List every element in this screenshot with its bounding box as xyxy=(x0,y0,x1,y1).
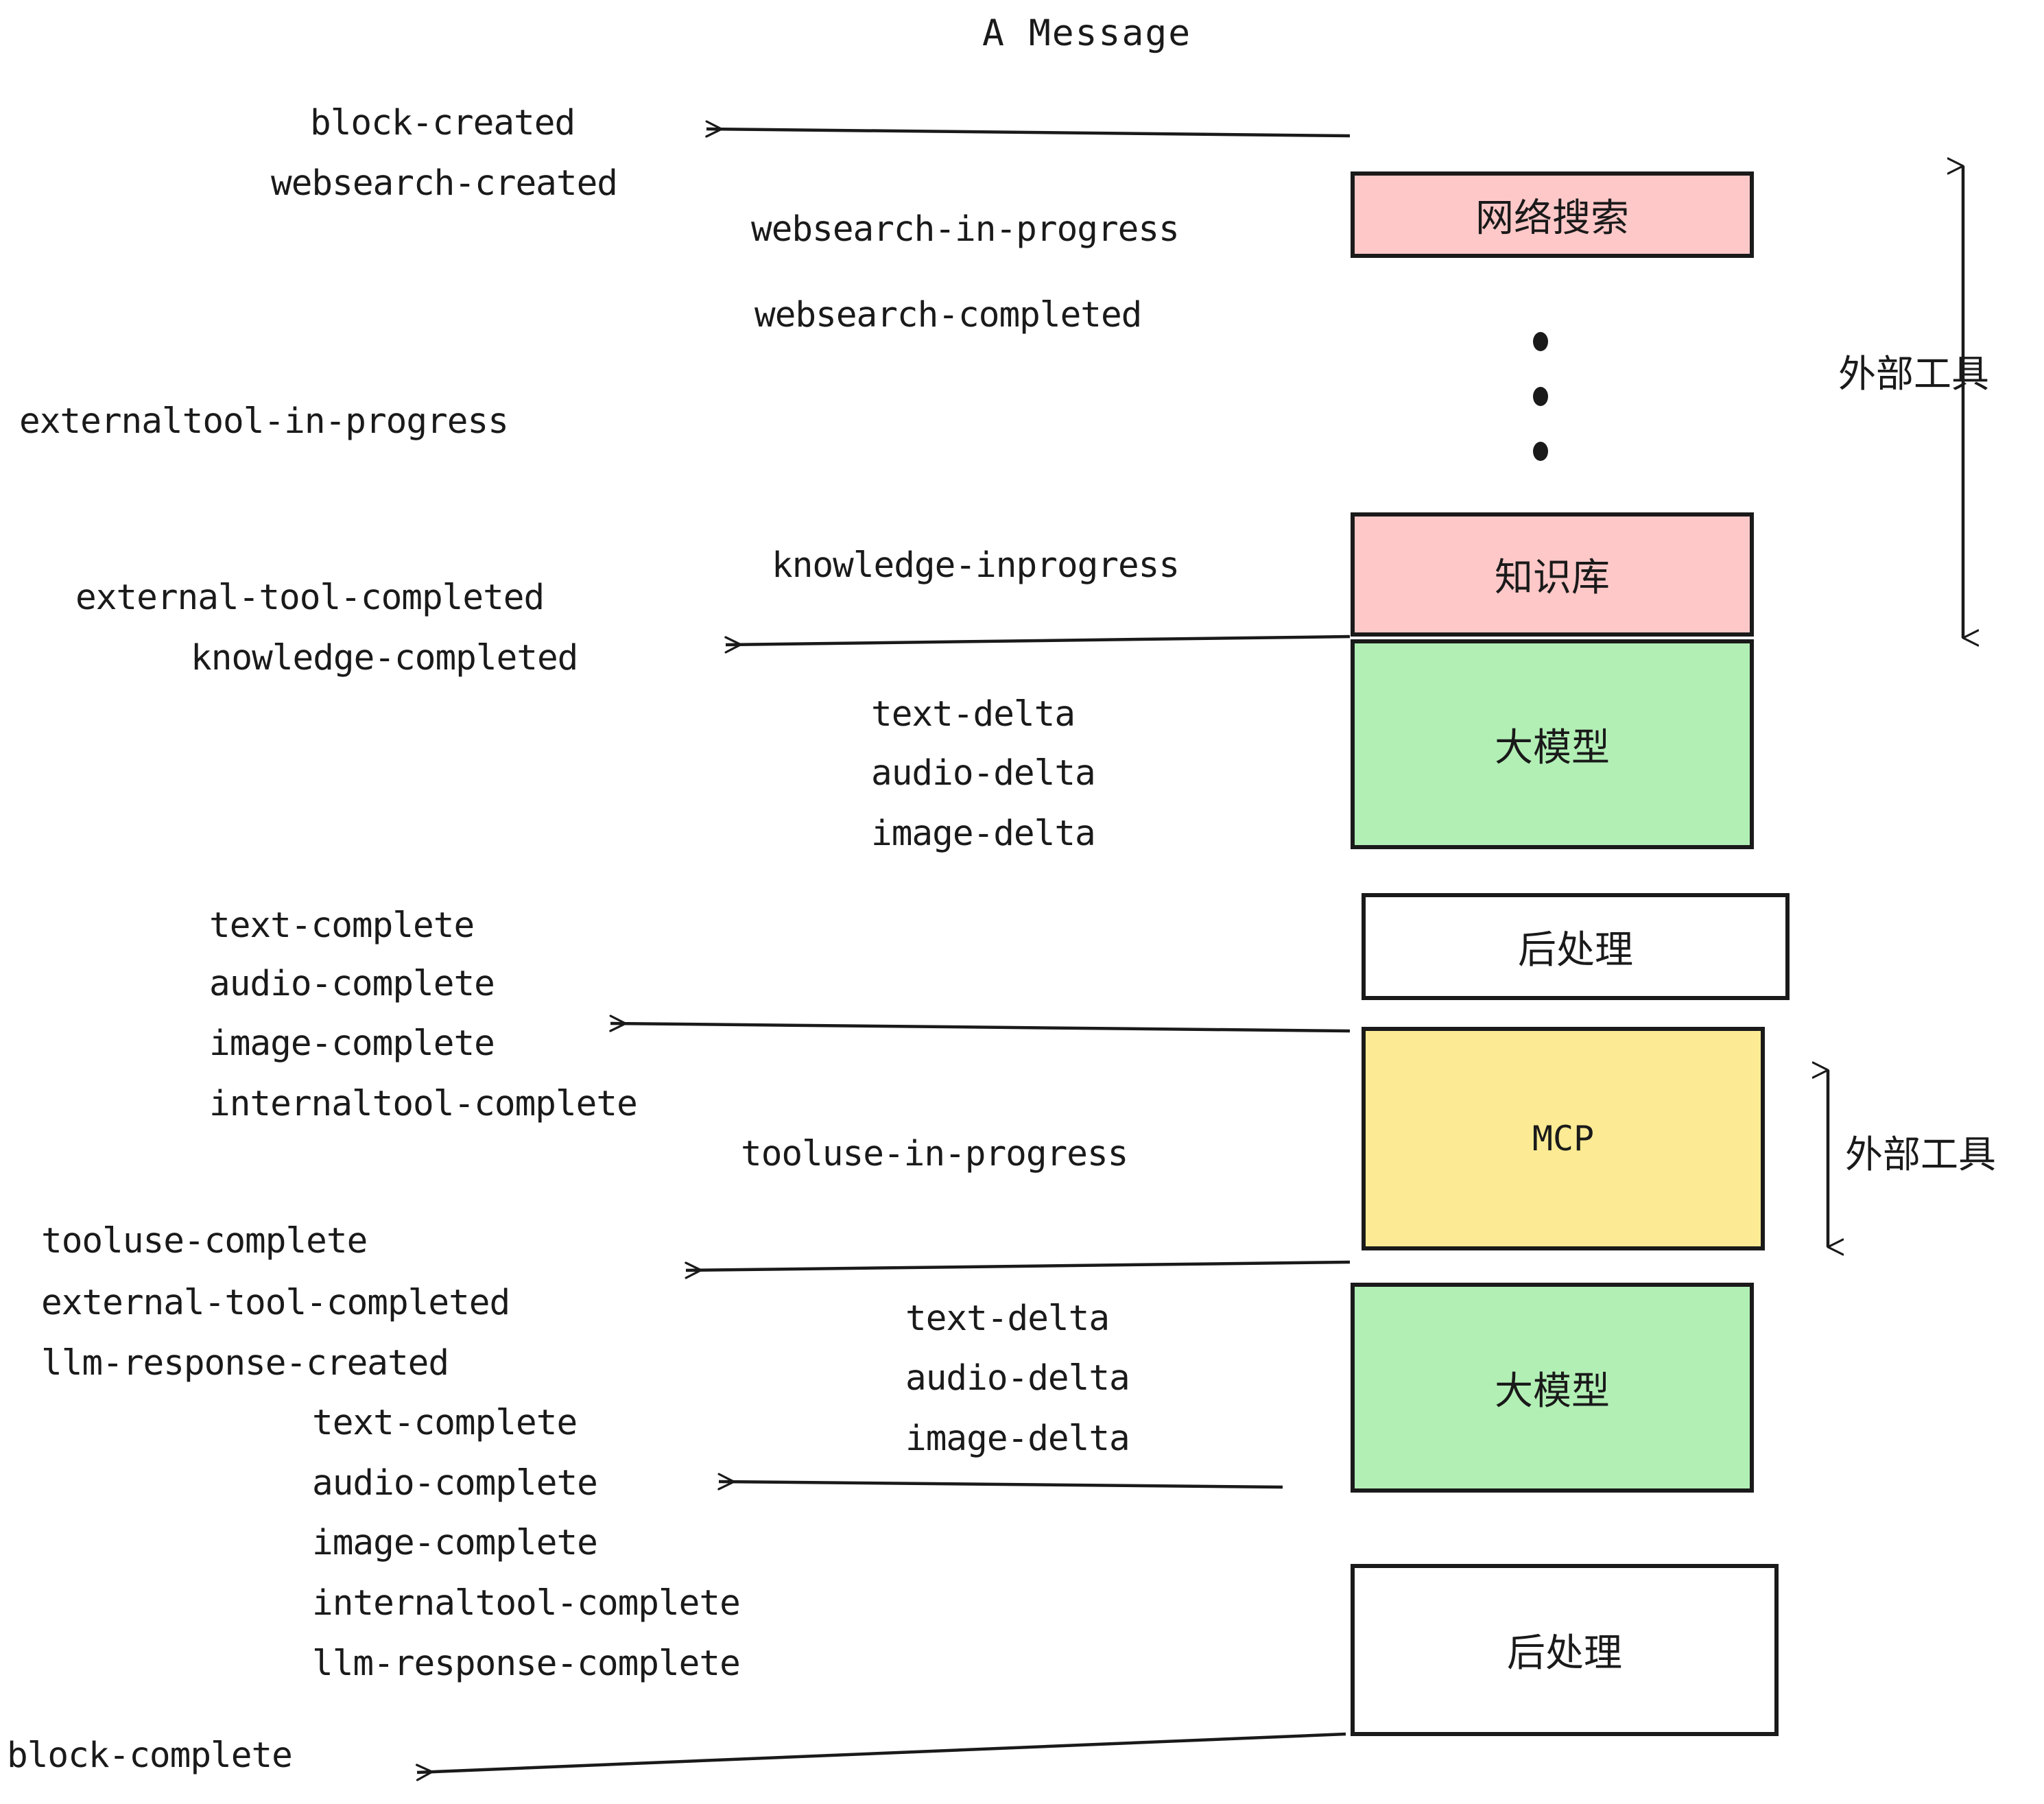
event-label-image-delta-2: image-delta xyxy=(905,1419,1130,1459)
event-label-text-complete-1: text-complete xyxy=(209,905,475,946)
arrow-knowledge-done xyxy=(724,634,1351,654)
event-label-audio-complete-2: audio-complete xyxy=(312,1463,598,1504)
arrow-block-complete xyxy=(415,1732,1346,1781)
event-label-audio-delta-1: audio-delta xyxy=(871,753,1096,794)
event-label-externaltool-in-progress: externaltool-in-progress xyxy=(19,401,509,442)
event-label-knowledge-completed: knowledge-completed xyxy=(191,638,578,678)
ellipsis-dots xyxy=(1533,332,1548,461)
event-label-image-complete-1: image-complete xyxy=(209,1023,495,1064)
event-label-internaltool-complete-2: internaltool-complete xyxy=(312,1583,741,1624)
event-label-audio-delta-2: audio-delta xyxy=(905,1358,1130,1399)
box-postprocess-1[interactable] xyxy=(1362,893,1790,1000)
box-label-llm-2: 大模型 xyxy=(1495,1368,1610,1414)
event-label-websearch-completed: websearch-completed xyxy=(754,295,1142,335)
box-llm-2[interactable] xyxy=(1351,1283,1754,1493)
event-label-tooluse-complete: tooluse-complete xyxy=(41,1221,368,1261)
event-label-text-complete-2: text-complete xyxy=(312,1403,578,1443)
arrow-tooluse-complete xyxy=(685,1260,1351,1279)
event-label-llm-response-created: llm-response-created xyxy=(41,1343,449,1384)
arrow-image-complete xyxy=(609,1014,1351,1033)
box-llm-1[interactable] xyxy=(1351,639,1754,849)
box-label-postprocess-1: 后处理 xyxy=(1518,927,1633,973)
box-websearch[interactable] xyxy=(1351,171,1754,258)
event-label-websearch-in-progress: websearch-in-progress xyxy=(751,209,1180,250)
box-label-postprocess-2: 后处理 xyxy=(1507,1631,1622,1676)
event-label-text-delta-2: text-delta xyxy=(905,1298,1110,1339)
side-label-external-tools-top: 外部工具 xyxy=(1838,352,1990,396)
event-label-external-tool-completed-1: external-tool-completed xyxy=(75,578,545,618)
event-label-image-complete-2: image-complete xyxy=(312,1523,598,1563)
dot-2 xyxy=(1533,387,1548,406)
event-label-text-delta-1: text-delta xyxy=(871,694,1076,735)
box-mcp[interactable] xyxy=(1362,1027,1765,1250)
event-label-llm-response-complete: llm-response-complete xyxy=(312,1643,741,1684)
event-label-block-created: block-created xyxy=(310,103,575,143)
box-knowledge[interactable] xyxy=(1351,512,1754,637)
dot-3 xyxy=(1533,442,1548,461)
event-label-block-complete: block-complete xyxy=(7,1735,293,1776)
box-label-websearch: 网络搜索 xyxy=(1475,195,1629,241)
event-label-internaltool-complete-1: internaltool-complete xyxy=(209,1084,638,1124)
event-label-audio-complete-1: audio-complete xyxy=(209,964,495,1004)
event-label-image-delta-1: image-delta xyxy=(871,814,1096,854)
box-label-llm-1: 大模型 xyxy=(1495,725,1610,770)
dot-1 xyxy=(1533,332,1548,351)
box-label-mcp: MCP xyxy=(1532,1119,1595,1159)
arrow-lines xyxy=(415,120,1963,1781)
arrow-audio-complete xyxy=(717,1473,1283,1491)
side-label-external-tools-bottom: 外部工具 xyxy=(1845,1132,1997,1176)
event-label-websearch-created: websearch-created xyxy=(271,163,618,204)
event-label-knowledge-inprogress: knowledge-inprogress xyxy=(772,545,1180,586)
box-label-knowledge: 知识库 xyxy=(1495,556,1610,600)
arrow-block-created xyxy=(705,120,1351,138)
box-shapes xyxy=(1351,171,1790,1736)
event-label-tooluse-in-progress: tooluse-in-progress xyxy=(741,1134,1128,1174)
page-title: A Message xyxy=(982,12,1192,54)
box-postprocess-2[interactable] xyxy=(1351,1564,1779,1736)
event-label-external-tool-completed-2: external-tool-completed xyxy=(41,1283,510,1323)
